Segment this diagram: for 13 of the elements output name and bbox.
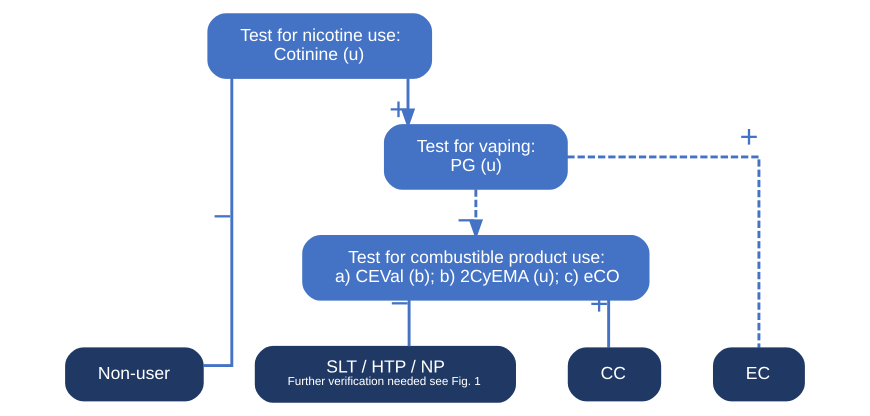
edge-label: + xyxy=(740,118,758,155)
node-box: CC xyxy=(568,347,662,402)
node-box: Test for vaping: PG (u) xyxy=(384,124,568,190)
node-box: SLT / HTP / NP Further verification needed see Fig. 1 xyxy=(254,346,516,403)
node-box: Test for nicotine use: Cotinine (u) xyxy=(207,13,432,79)
node-box: Test for combustible product use: a) CEVal (b); b) 2CyEMA (u); c) eCO xyxy=(302,235,650,301)
edge-label: − xyxy=(212,198,232,234)
connector xyxy=(408,300,411,346)
connector xyxy=(567,155,760,348)
connector xyxy=(203,78,234,368)
connector xyxy=(607,300,610,348)
node-box: EC xyxy=(712,347,805,402)
node-box: Non-user xyxy=(65,347,204,402)
